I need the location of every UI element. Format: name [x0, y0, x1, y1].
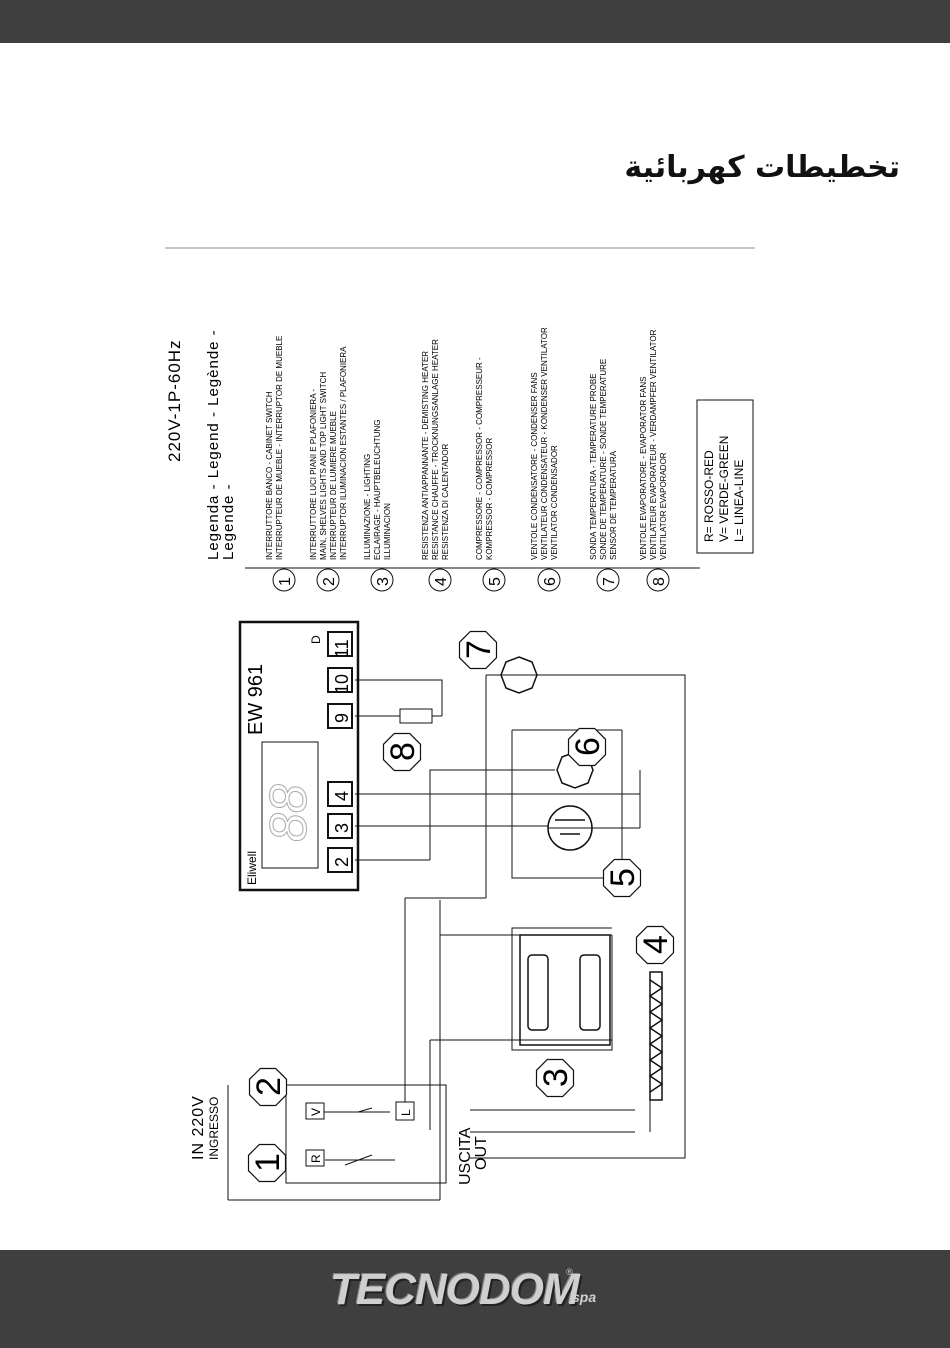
- legend-number: 3: [375, 577, 392, 586]
- legend-item-text: KOMPRESSOR - COMPRESSOR: [485, 438, 494, 560]
- legend-number-badge: [596, 568, 620, 592]
- controller-terminal-label: 4: [332, 791, 352, 801]
- legend-item-text: ECLAIRAGE - HAUPTBELEUCHTUNG: [373, 420, 382, 560]
- legend-item-text: ILLUMINACION: [383, 503, 392, 560]
- callout-number: 7: [460, 640, 498, 659]
- logo-text: TECNODOM: [330, 1265, 580, 1314]
- legend-item-text: RESISTENZA DI CALENTADOR: [441, 443, 450, 560]
- legend-item-text: MAIN, SHELVES LIGHTS AND TOP LIGHT SWITC…: [319, 372, 328, 560]
- legend-number: 7: [601, 577, 618, 586]
- heater: [648, 971, 664, 1101]
- controller-terminal-label: 10: [332, 674, 352, 694]
- legend-item-text: SENSOR DE TEMPERATURA: [609, 450, 618, 560]
- legend-number-badge: [316, 568, 340, 592]
- switch-r-label: R: [309, 1154, 323, 1163]
- legend-item-text: VENTILATEUR EVAPORATEUR - VERDAMPFER VEN…: [649, 329, 658, 560]
- callout-number: 1: [249, 1153, 287, 1172]
- controller-terminal: [327, 703, 353, 729]
- top-bar: [0, 0, 950, 43]
- switch-l-label: L: [399, 1109, 413, 1116]
- controller-terminal-label: 11: [332, 639, 352, 658]
- terminal-d-label: D: [309, 635, 323, 644]
- legend-heading-line2: Legende -: [220, 483, 237, 560]
- legend-item-text: SONDE DE TEMPERATURE - SONDE TEMPERATURE: [599, 359, 608, 560]
- legend-item-text: RESISTANCE CHAUFFE - TROCKNUNGSANLAGE HE…: [431, 339, 440, 560]
- output-label: USCITA: [457, 1127, 474, 1185]
- color-code-red: R= ROSSO-RED: [702, 450, 716, 542]
- legend-item-text: INTERRUPTEUR DE MUEBLE - INTERRUPTOR DE …: [275, 336, 284, 560]
- callout-badge: [248, 1067, 288, 1107]
- legend-number: 2: [321, 577, 338, 586]
- legend-item-text: INTERRUTTORE BANCO - CABINET SWITCH: [265, 391, 274, 560]
- output-sublabel: OUT: [473, 1136, 490, 1170]
- controller-terminal-label: 3: [332, 823, 352, 833]
- legend-number: 8: [651, 577, 668, 586]
- legend-item-text: INTERRUPTEUR DE LUMIERE MUEBLE: [329, 411, 338, 560]
- callout-badge: [635, 925, 675, 965]
- legend-number: 6: [542, 577, 559, 586]
- footer: [0, 1250, 950, 1348]
- controller: EW 961 Eliwell 88 D 2 3 4 9 10 11: [238, 620, 360, 892]
- section-title: تخطيطات كهربائية: [624, 150, 900, 185]
- callout-number: 5: [604, 868, 642, 887]
- tecnodom-logo: TECNODOM ® spa: [330, 1265, 610, 1325]
- legend-item-text: INTERRUPTOR ILUMINACION ESTANTES / PLAFO…: [339, 346, 348, 560]
- callout-number: 2: [250, 1077, 288, 1096]
- input-label: IN 220V: [190, 1095, 207, 1160]
- legend-item-text: VENTILATOR EVAPORADOR: [659, 452, 668, 560]
- input-sublabel: INGRESSO: [207, 1097, 221, 1160]
- callout-number: 6: [569, 737, 607, 756]
- controller-terminal: [327, 781, 353, 807]
- callout-badge: [458, 630, 498, 670]
- legend-item-text: VENTOLE EVAPORATORE - EVAPORATOR FANS: [639, 377, 648, 560]
- callout-badge: [247, 1143, 287, 1183]
- legend-item-text: SONDA TEMPERATURA - TEMPERATURE PROBE: [589, 373, 598, 560]
- lighting-tubes: [519, 934, 611, 1046]
- legend-item-text: VENTOLE CONDENSATORE - CONDENSER FANS: [530, 372, 539, 560]
- controller-display: 88: [260, 784, 318, 842]
- callout-badge: [602, 858, 642, 898]
- controller-terminal: [327, 813, 353, 839]
- controller-brand: Eliwell: [245, 851, 259, 885]
- controller-terminal-label: 2: [332, 857, 352, 867]
- legend-item-text: VENTILATOR CONDENSADOR: [550, 445, 559, 560]
- callout-number: 8: [384, 742, 422, 761]
- logo-suffix: spa: [572, 1289, 597, 1305]
- controller-terminal-label: 9: [332, 713, 352, 723]
- legend-number-badge: [272, 568, 296, 592]
- callout-number: 4: [637, 935, 675, 954]
- legend-item-text: VENTILATEUR CONDENSATEUR - KONDENSER VEN…: [540, 327, 549, 560]
- legend: 220V-1P-60Hz Legenda - Legend - Legènde …: [165, 327, 754, 592]
- callout-number: 3: [537, 1068, 575, 1087]
- legend-number-badge: [482, 568, 506, 592]
- legend-number-badge: [428, 568, 452, 592]
- legend-number: 5: [487, 577, 504, 586]
- legend-number-badge: [646, 568, 670, 592]
- legend-number: 4: [433, 577, 450, 586]
- logo-registered: ®: [566, 1267, 573, 1277]
- color-code-line: L= LINEA-LINE: [732, 460, 746, 542]
- controller-terminal: [327, 631, 353, 657]
- callout-badge: [535, 1058, 575, 1098]
- controller-terminal: [327, 667, 353, 693]
- switch-terminals: R V L: [305, 1101, 415, 1167]
- wires: [227, 674, 686, 1201]
- legend-item-text: RESISTENZA ANTIAPPANNANTE - DEMISTING HE…: [421, 351, 430, 560]
- legend-number: 1: [277, 577, 294, 586]
- controller-model: EW 961: [245, 664, 267, 735]
- callout-badge: [567, 727, 607, 767]
- legend-heading-line1: Legenda - Legend - Legènde -: [205, 329, 222, 560]
- switch-v-label: V: [309, 1108, 323, 1116]
- supply-label: 220V-1P-60Hz: [165, 339, 184, 462]
- legend-number-badge: [537, 568, 561, 592]
- legend-number-badge: [370, 568, 394, 592]
- color-code-green: V= VERDE-GREEN: [717, 436, 731, 542]
- legend-item-text: COMPRESSORE - COMPRESSOR - COMPRESSEUR -: [475, 357, 484, 560]
- legend-item-text: INTERRUTTORE LUCI PIANI E PLAFONIERA -: [309, 389, 318, 560]
- legend-item-text: ILLUMINAZIONE - LIGHTING: [363, 454, 372, 560]
- callout-badge: [382, 732, 422, 772]
- controller-terminal: [327, 847, 353, 873]
